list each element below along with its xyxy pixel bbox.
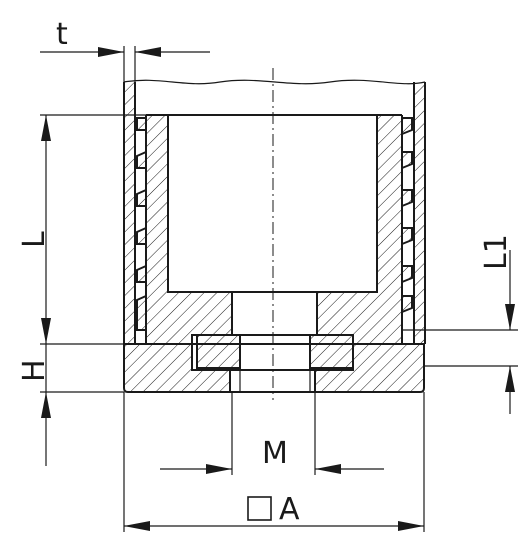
section-hatching <box>124 82 425 392</box>
dimension-t-label: t <box>56 17 68 52</box>
dimension-L1 <box>402 250 518 414</box>
dimension-H <box>40 344 124 466</box>
part-outline <box>123 79 426 393</box>
dimension-M <box>160 392 384 475</box>
dimension-t <box>40 46 210 82</box>
dimension-H-label: H <box>17 359 52 382</box>
dimension-A-label: A <box>279 492 300 527</box>
dimension-L <box>40 114 146 345</box>
dimension-A <box>123 392 425 532</box>
dimension-L-label: L <box>17 231 52 248</box>
dimension-M-label: M <box>262 436 288 471</box>
square-symbol <box>247 496 272 521</box>
dimension-L1-label: L1 <box>479 234 514 270</box>
